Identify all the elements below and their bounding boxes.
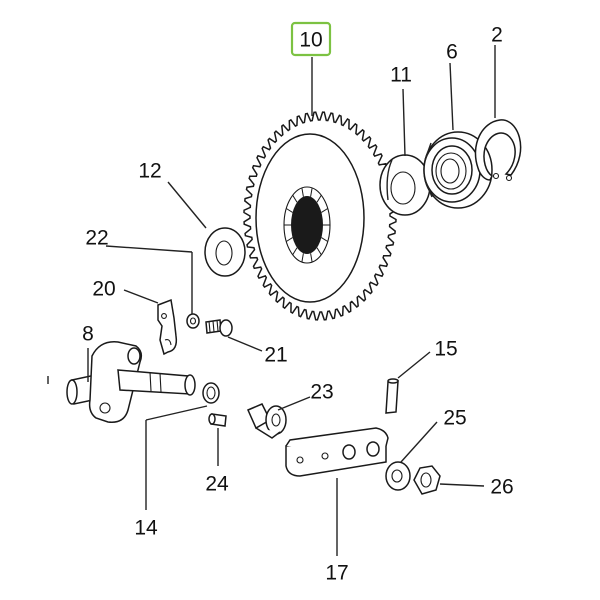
part-11-thrust-washer[interactable]	[379, 154, 431, 216]
spline-tooth	[286, 237, 293, 242]
part-2-circlip[interactable]	[474, 119, 522, 182]
spline-tooth	[292, 247, 298, 255]
part-20-bracket[interactable]	[157, 298, 178, 356]
leader-6	[449, 62, 454, 131]
spline-tooth	[321, 237, 328, 242]
leader-12	[167, 181, 207, 229]
callout-8[interactable]: 8	[82, 323, 94, 346]
part-23-bushing[interactable]	[247, 403, 287, 439]
part-26-hex-nut[interactable]	[413, 465, 441, 495]
part-14-o-ring[interactable]	[202, 382, 220, 404]
callout-21[interactable]: 21	[264, 344, 287, 367]
callout-10[interactable]: 10	[299, 29, 322, 52]
callout-6[interactable]: 6	[446, 41, 458, 64]
leader-20	[123, 289, 159, 304]
part-25-washer[interactable]	[385, 461, 411, 491]
callout-12[interactable]: 12	[138, 160, 161, 183]
part-12-thrust-washer[interactable]	[204, 227, 246, 277]
leader-23	[277, 396, 311, 411]
leader-11	[402, 88, 406, 157]
spline-tooth	[310, 253, 313, 263]
leader-21	[227, 336, 263, 352]
part-24-pin[interactable]	[208, 413, 227, 427]
leader-26	[439, 483, 485, 487]
gear-spline-teeth	[284, 187, 330, 263]
callout-14[interactable]: 14	[134, 517, 158, 540]
callout-11[interactable]: 11	[390, 64, 412, 87]
spline-tooth	[316, 195, 322, 203]
callout-2[interactable]: 2	[491, 24, 503, 47]
callout-22[interactable]: 22	[85, 227, 108, 250]
part-10-gear[interactable]	[243, 111, 397, 321]
part-21-bolt[interactable]	[205, 319, 233, 337]
part-8-lever-arm[interactable]	[66, 341, 196, 423]
callout-25[interactable]: 25	[443, 407, 466, 430]
spline-tooth	[292, 195, 298, 203]
part-17-link-plate[interactable]	[285, 427, 389, 477]
spline-tooth	[286, 208, 293, 213]
spline-tooth	[301, 253, 304, 263]
spline-tooth	[301, 187, 304, 197]
leader-25	[400, 421, 438, 463]
callout-24[interactable]: 24	[205, 473, 229, 496]
gear-bore-shadow	[291, 196, 323, 254]
callout-20[interactable]: 20	[92, 278, 115, 301]
leader-lines	[47, 45, 496, 556]
part-15-pin[interactable]	[385, 378, 399, 414]
leader-22a	[105, 245, 193, 253]
spline-tooth	[310, 187, 313, 197]
callout-26[interactable]: 26	[490, 476, 513, 499]
leader-15	[397, 351, 431, 379]
selected-callout-highlight	[290, 21, 332, 57]
part-22-washer[interactable]	[186, 313, 200, 329]
part-6-ball-bearing[interactable]	[423, 131, 493, 209]
leader-14a	[145, 405, 208, 421]
spline-tooth	[321, 208, 328, 213]
spline-tooth	[316, 247, 322, 255]
callout-15[interactable]: 15	[434, 338, 457, 361]
callout-23[interactable]: 23	[310, 381, 333, 404]
callout-17[interactable]: 17	[325, 562, 348, 585]
